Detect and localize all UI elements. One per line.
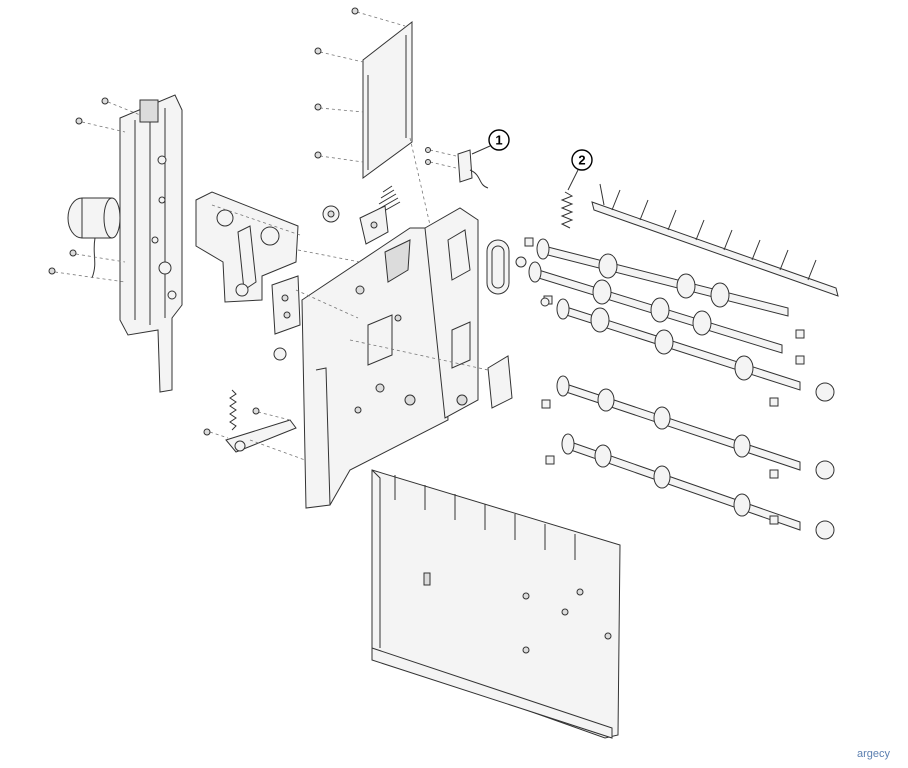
roller-shaft-1 xyxy=(536,238,789,317)
actuator-bracket xyxy=(359,205,389,245)
paper-guide-tray xyxy=(371,469,621,739)
callout-2: 2 xyxy=(571,149,593,171)
drive-motor xyxy=(67,197,121,279)
center-side-frame xyxy=(301,227,449,509)
roller-shaft-2 xyxy=(528,261,783,354)
svg-text:1: 1 xyxy=(495,133,502,148)
lever-spring-assembly xyxy=(203,389,297,453)
left-frame-screws xyxy=(48,97,141,283)
compression-spring xyxy=(374,185,401,217)
shaft-gears xyxy=(815,382,835,540)
roller-shaft-4 xyxy=(556,375,801,471)
gear-bracket xyxy=(195,191,299,303)
inner-side-frame xyxy=(424,207,479,419)
control-board xyxy=(314,7,413,179)
small-bracket xyxy=(271,275,301,335)
assembly-guide-lines xyxy=(211,137,489,461)
roller-shaft-3 xyxy=(556,298,801,391)
extension-spring-part-2 xyxy=(560,169,579,229)
roller-shaft-5 xyxy=(561,433,801,531)
gear-upper-left xyxy=(322,205,340,223)
svg-text:2: 2 xyxy=(578,153,585,168)
callout-1: 1 xyxy=(488,129,510,151)
paddle-shaft xyxy=(591,183,839,297)
connector-bracket xyxy=(487,355,513,409)
bushing xyxy=(273,347,287,361)
sensor-part-1 xyxy=(425,145,491,189)
watermark-text: argecy xyxy=(856,748,890,760)
drive-belt xyxy=(486,239,510,295)
left-side-frame xyxy=(119,94,183,393)
shaft-clips xyxy=(515,237,805,525)
